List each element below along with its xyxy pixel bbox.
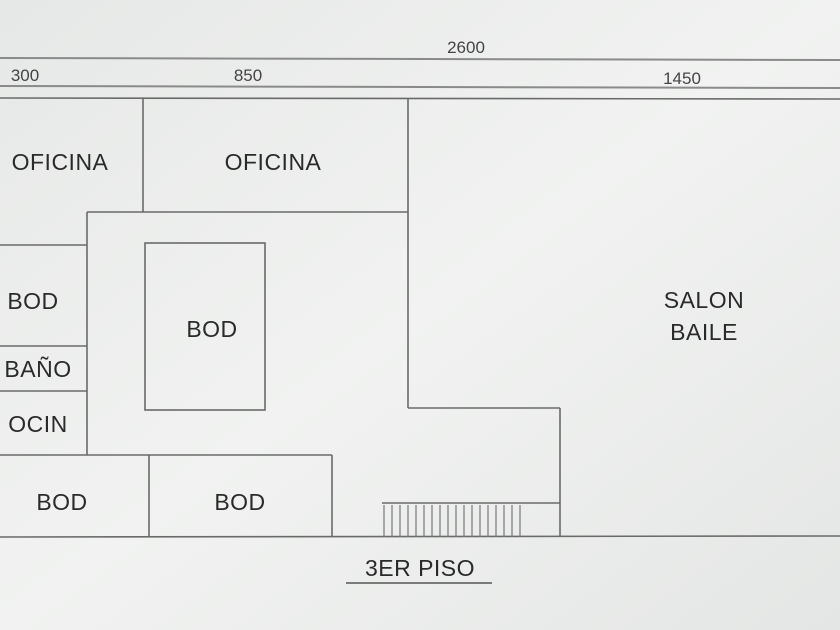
dimension-left: 300 xyxy=(11,66,39,85)
room-bod-center: BOD xyxy=(186,316,237,342)
room-bano: BAÑO xyxy=(4,356,71,382)
stairs xyxy=(382,502,560,537)
room-bod-bottom-left: BOD xyxy=(36,489,87,515)
dimension-line-parts xyxy=(0,85,840,89)
dimension-middle: 850 xyxy=(234,66,262,85)
walls xyxy=(0,97,840,538)
dimension-total: 2600 xyxy=(447,38,485,57)
floor-title: 3ER PISO xyxy=(365,555,475,581)
room-cocina: OCIN xyxy=(8,411,68,437)
room-salon-line1: SALON xyxy=(664,287,744,313)
room-bod-left: BOD xyxy=(7,288,58,314)
room-oficina-left: OFICINA xyxy=(12,149,109,175)
room-salon-line2: BAILE xyxy=(670,319,738,345)
dimension-right: 1450 xyxy=(663,69,701,88)
room-oficina-center: OFICINA xyxy=(225,149,322,175)
dimension-line-total xyxy=(0,57,840,61)
room-bod-bottom-center: BOD xyxy=(214,489,265,515)
